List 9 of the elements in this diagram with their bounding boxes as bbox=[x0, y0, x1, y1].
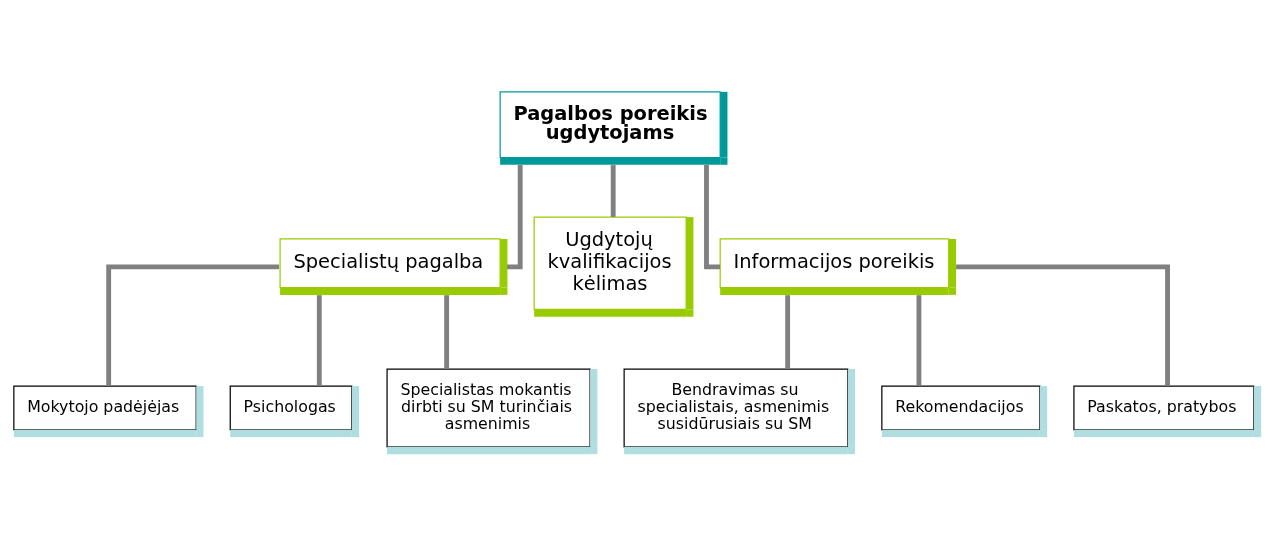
connector bbox=[444, 294, 450, 369]
connector bbox=[610, 164, 616, 217]
connector bbox=[704, 164, 721, 269]
connector bbox=[785, 294, 791, 369]
connector bbox=[916, 294, 922, 386]
connector bbox=[106, 264, 280, 386]
connector bbox=[956, 264, 1170, 386]
connector bbox=[316, 294, 322, 386]
connector bbox=[507, 164, 523, 269]
